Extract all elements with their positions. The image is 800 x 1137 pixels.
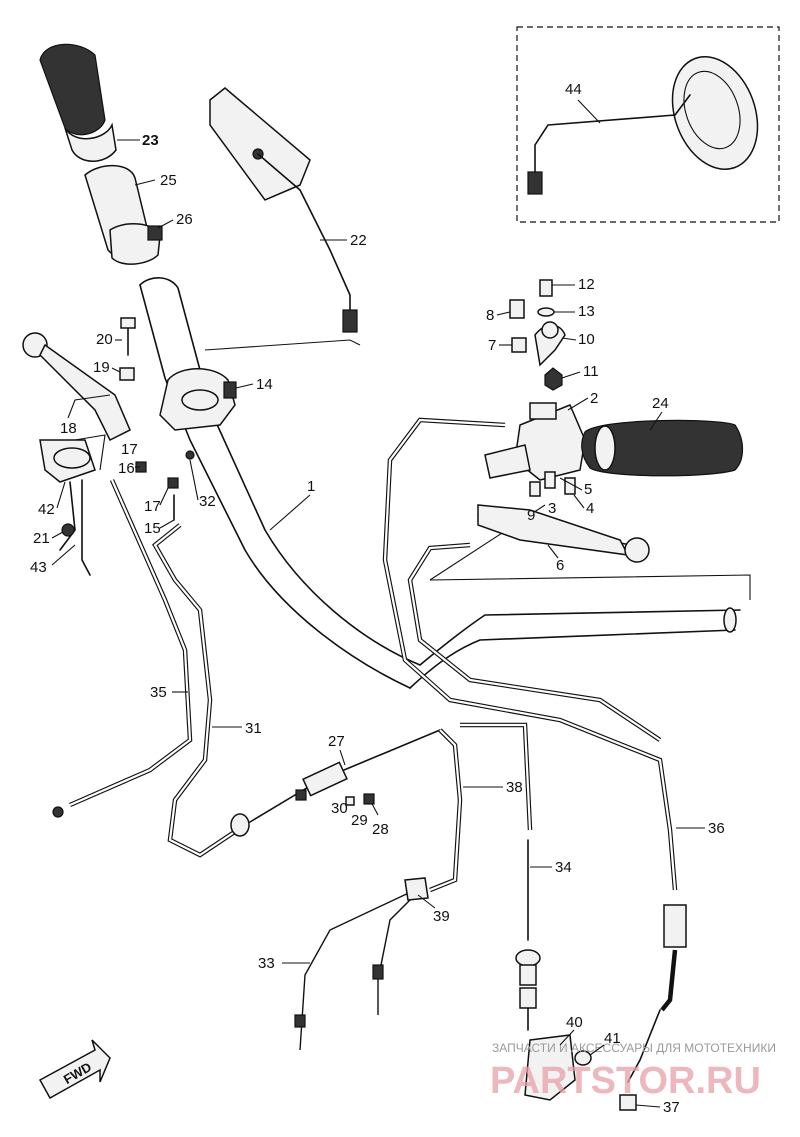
callout-33: 33	[258, 955, 275, 972]
callout-21: 21	[33, 530, 50, 547]
callout-25: 25	[160, 172, 177, 189]
callout-36: 36	[708, 820, 725, 837]
watermark-tagline: ЗАПЧАСТИ И АКСЕССУАРЫ ДЛЯ МОТОТЕХНИКИ	[492, 1041, 776, 1055]
watermark: ЗАПЧАСТИ И АКСЕССУАРЫ ДЛЯ МОТОТЕХНИКИ PA…	[490, 1041, 776, 1102]
callout-14: 14	[256, 376, 273, 393]
callout-1: 1	[307, 478, 315, 495]
callout-42: 42	[38, 501, 55, 518]
callout-4: 4	[586, 500, 594, 517]
mirror-inset	[516, 26, 780, 223]
fwd-arrow: FWD	[38, 1039, 111, 1100]
callout-27: 27	[328, 733, 345, 750]
callout-8: 8	[486, 307, 494, 324]
left-switch	[39, 434, 106, 576]
right-control-assembly	[477, 279, 744, 563]
callout-35: 35	[150, 684, 167, 701]
handlebar	[139, 277, 751, 689]
callout-16: 16	[118, 460, 135, 477]
callout-34: 34	[555, 859, 572, 876]
callout-44: 44	[565, 81, 582, 98]
watermark-site: PARTSTOR.RU	[490, 1060, 761, 1102]
callout-22: 22	[350, 232, 367, 249]
callout-26: 26	[176, 211, 193, 228]
callouts: 23 25 26 22 44 12 8 13 7 10 11 2 24 5 4 …	[30, 81, 725, 1116]
callout-17a: 17	[121, 441, 138, 458]
callout-38: 38	[506, 779, 523, 796]
callout-13: 13	[578, 303, 595, 320]
callout-28: 28	[372, 821, 389, 838]
callout-6: 6	[556, 557, 564, 574]
callout-29: 29	[351, 812, 368, 829]
callout-23: 23	[142, 132, 159, 149]
callout-3: 3	[548, 500, 556, 517]
callout-32: 32	[199, 493, 216, 510]
callout-5: 5	[584, 481, 592, 498]
callout-9: 9	[527, 507, 535, 524]
callout-41: 41	[604, 1030, 621, 1047]
left-grip-assembly	[39, 43, 163, 265]
callout-37: 37	[663, 1099, 680, 1116]
callout-17b: 17	[144, 498, 161, 515]
callout-12: 12	[578, 276, 595, 293]
callout-18: 18	[60, 420, 77, 437]
callout-7: 7	[488, 337, 496, 354]
cables	[52, 417, 687, 1111]
callout-19: 19	[93, 359, 110, 376]
callout-11: 11	[583, 363, 599, 380]
callout-24: 24	[652, 395, 669, 412]
clutch-lever-assembly	[22, 317, 237, 521]
callout-20: 20	[96, 331, 113, 348]
callout-10: 10	[578, 331, 595, 348]
callout-30: 30	[331, 800, 348, 817]
callout-15: 15	[144, 520, 161, 537]
left-mirror	[209, 87, 358, 333]
callout-39: 39	[433, 908, 450, 925]
callout-43: 43	[30, 559, 47, 576]
callout-2: 2	[590, 390, 598, 407]
callout-40: 40	[566, 1014, 583, 1031]
callout-31: 31	[245, 720, 262, 737]
